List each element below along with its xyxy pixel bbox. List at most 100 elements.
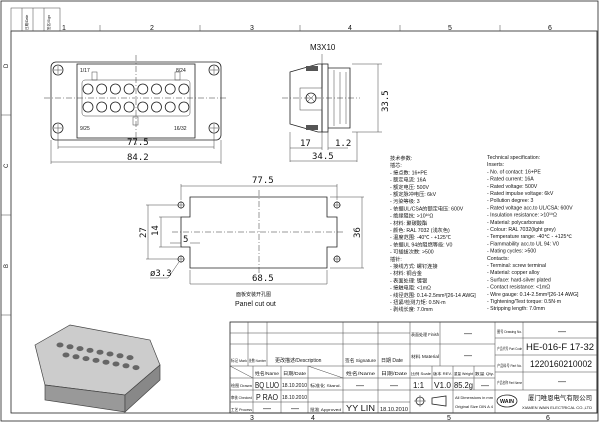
qty-value: — [481,381,489,390]
spec-line: - 温度范围: -40℃ - +125℃ [390,233,451,241]
iso-contact [122,363,130,369]
dim-17: 17 [300,139,311,149]
iso-contact [132,365,140,371]
iso-contact [62,352,70,358]
spec-line: - 材料: 铜合金 [390,269,423,277]
stamp-sign-label: 签名/Sign [46,15,51,30]
header-signature: 签名 Signature [345,357,377,364]
drawing-no-value: — [558,327,566,336]
spec-line: - Stripping length: 7.0mm [487,306,545,312]
spec-list-chinese: 技术参数:插芯:- 接点数: 16+PE- 额定电流: 16A- 额定电压: 5… [390,154,476,313]
header-name-2: 姓名/Name [346,370,376,377]
iso-contact [92,357,100,363]
label-part-no: 产品料号 Part No. [497,363,522,368]
column-3: 3 [250,25,254,32]
spec-line: - Rated impulse voltage: 6kV [487,191,554,197]
row-markers-left: D C B [1,63,11,316]
cutout-dim-27: 27 [139,227,149,238]
spec-line: - 接触电阻: <1mΩ [390,284,431,292]
cutout-caption-cn: 面板安装开孔图 [236,291,271,298]
dim-33-5: 33.5 [381,90,391,112]
approved-date: 18.10.2010 [380,407,408,413]
contact-hole [151,101,162,113]
dim-77-5: 77.5 [127,138,149,148]
spec-line: - 颜色: RAL 7032 (浅灰色) [390,226,450,234]
company-logo: WAIN [496,394,518,408]
contact-hole [96,83,108,95]
label-process: 工艺 Process [231,407,252,412]
standard-date: — [390,381,398,390]
dimensions-note: All Dimensions in mm [455,396,493,400]
cutout-dim-68-5: 68.5 [252,274,274,284]
iso-contact [82,356,90,362]
spec-line: 技术参数: [390,154,412,162]
label-scale: 比例 Scale [411,371,431,376]
column-1: 1 [62,25,66,32]
standard-name: — [356,381,364,390]
spec-line: - 依据UL 94的阻燃等级: V0 [390,240,452,248]
header-date-2: 日期/Date [381,371,408,377]
spec-line: - Rated voltage acc.to UL/CSA: 600V [487,205,573,211]
panel-cutout-view: 77.5 36 27 14 5 68.5 ø3.3 面板安装开孔图 Panel … [139,176,364,308]
company-logo-text: WAIN [500,399,514,405]
part-name-value: — [558,377,566,386]
label-standard: 标准化 Stand. [310,382,341,388]
column-markers-top: 1 2 3 4 5 6 [62,25,552,32]
header-description: 更改描述/Description [275,357,322,364]
spec-line: - 线径范围: 0.14-2.5mm²[26-14 AWG] [390,291,476,299]
iso-contact [72,354,80,360]
dim-84-2: 84.2 [127,153,149,163]
spec-line: - Rated voltage: 500V [487,184,538,190]
contact-hole [82,83,94,95]
column-bottom-3: 3 [250,415,254,422]
spec-line: Inserts: [487,162,504,168]
spec-line: - 额定电流: 16A [390,176,427,184]
label-qty: 数量 Qty. [475,371,494,376]
spec-line: - No. of contact: 16+PE [487,169,541,175]
cutout-caption-en: Panel cut out [235,301,276,308]
spec-line: - Flammability acc.to UL 94: V0 [487,241,559,247]
spec-line: - Insulation resistance: >10¹⁰Ω [487,213,557,219]
company-name-en: XIAMEN WAIN ELECTRICAL CO.,LTD [522,406,593,410]
spec-line: - 剥线长度: 7.0mm [390,305,433,313]
pin-label-1-17: 1/17 [80,68,90,74]
column-6: 6 [548,25,552,32]
drawn-name: BQ LUO [255,381,279,390]
spec-line: - Colour: RAL 7032(light grey) [487,227,556,233]
original-size-note: Original Size DIN A 4 [455,405,493,409]
contact-hole [178,83,190,95]
iso-contact [112,361,120,367]
spec-line: - 依据UL/CSA的额定电压: 600V [390,204,464,212]
pin-label-9-25: 9/25 [80,126,90,132]
label-checked: 审核 Checked [231,394,252,400]
contact-hole [110,83,121,95]
contact-hole [151,83,162,95]
screw-label-m3x10: M3X10 [310,43,336,52]
hole-diameter-label: ø3.3 [150,269,172,279]
contact-hole [137,101,149,113]
spec-line: Technical specification: [487,155,540,161]
iso-contact [66,344,74,350]
iso-contact [76,346,84,352]
part-code-value: HE-016-F 17-32 [526,342,594,352]
side-view: M3X10 33.5 17 1.2 34.5 [282,43,391,162]
part-no-value: 1220160210002 [530,359,592,369]
material-value: — [464,351,472,360]
spec-line: - 扭紧/检测力矩: 0.5N·m [390,298,446,306]
header-date: 日期 Date [381,358,403,364]
label-material: 材料 Material [411,353,439,360]
row-b: B [4,264,10,268]
row-d: D [4,63,10,68]
revision-stamp: 日期/Date 签名/Sign [10,7,61,32]
cutout-dim-14: 14 [151,225,161,236]
scale-value: 1:1 [413,381,425,390]
weight-value: 85.2g [454,381,473,390]
label-drawn: 绘图 Drawn [231,382,252,388]
column-bottom-4: 4 [311,415,315,422]
contact-hole [82,101,94,113]
contact-hole [123,83,135,95]
finish-value: — [464,329,472,338]
iso-contact [96,349,104,355]
spec-line: - Mating cycles: >500 [487,249,536,255]
